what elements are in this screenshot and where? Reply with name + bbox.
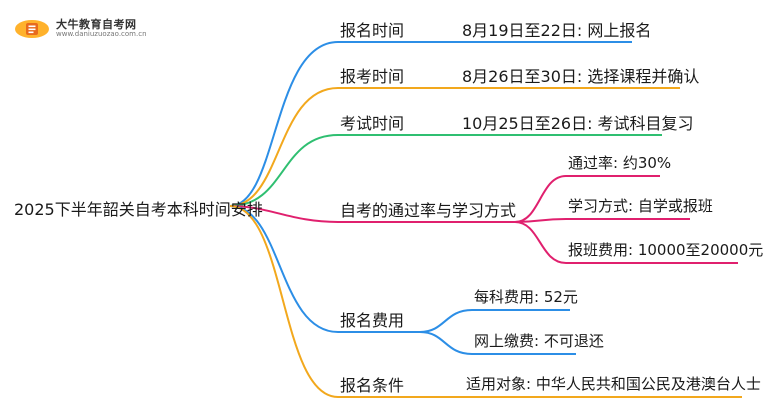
leaf-pass-rate: 通过率: 约30% [568, 154, 672, 172]
leaf-eligibility: 适用对象: 中华人民共和国公民及港澳台人士 [466, 375, 761, 393]
connector-leaf-4-2 [514, 218, 690, 223]
branch-exam-time: 考试时间 [340, 114, 405, 133]
branch-registration-fee: 报名费用 [340, 311, 405, 330]
leaf-application-time-detail: 8月26日至30日: 选择课程并确认 [462, 67, 700, 86]
branch-application-time: 报考时间 [340, 67, 405, 86]
logo-icon [15, 20, 49, 38]
branch-pass-rate-study: 自考的通过率与学习方式 [340, 201, 517, 220]
logo-url: www.daniuzuozao.com.cn [56, 30, 147, 39]
leaf-class-fee: 报班费用: 10000至20000元 [568, 241, 763, 259]
connector-branch-3 [229, 134, 458, 207]
connector-leaf-5-2 [419, 331, 576, 355]
logo-title: 大牛教育自考网 [56, 18, 137, 32]
leaf-registration-time-detail: 8月19日至22日: 网上报名 [462, 21, 652, 40]
connector-branch-4 [229, 205, 515, 223]
connector-branch-1 [229, 41, 458, 207]
branch-registration-conditions: 报名条件 [340, 376, 405, 395]
branch-registration-time: 报名时间 [340, 21, 405, 40]
connector-leaf-4-3 [514, 221, 738, 264]
connector-branch-5 [229, 205, 420, 333]
leaf-fee-per-subject: 每科费用: 52元 [474, 288, 578, 306]
connector-branch-6 [229, 205, 464, 398]
leaf-exam-time-detail: 10月25日至26日: 考试科目复习 [462, 114, 694, 133]
leaf-study-method: 学习方式: 自学或报班 [568, 197, 713, 215]
brand-logo[interactable]: 大牛教育自考网 www.daniuzuozao.com.cn [14, 18, 147, 40]
connector-branch-2 [229, 87, 458, 207]
connector-leaf-5-1 [419, 309, 570, 333]
leaf-online-payment: 网上缴费: 不可退还 [474, 332, 604, 350]
connector-leaf-4-1 [514, 175, 660, 223]
root-node: 2025下半年韶关自考本科时间安排 [14, 200, 263, 219]
